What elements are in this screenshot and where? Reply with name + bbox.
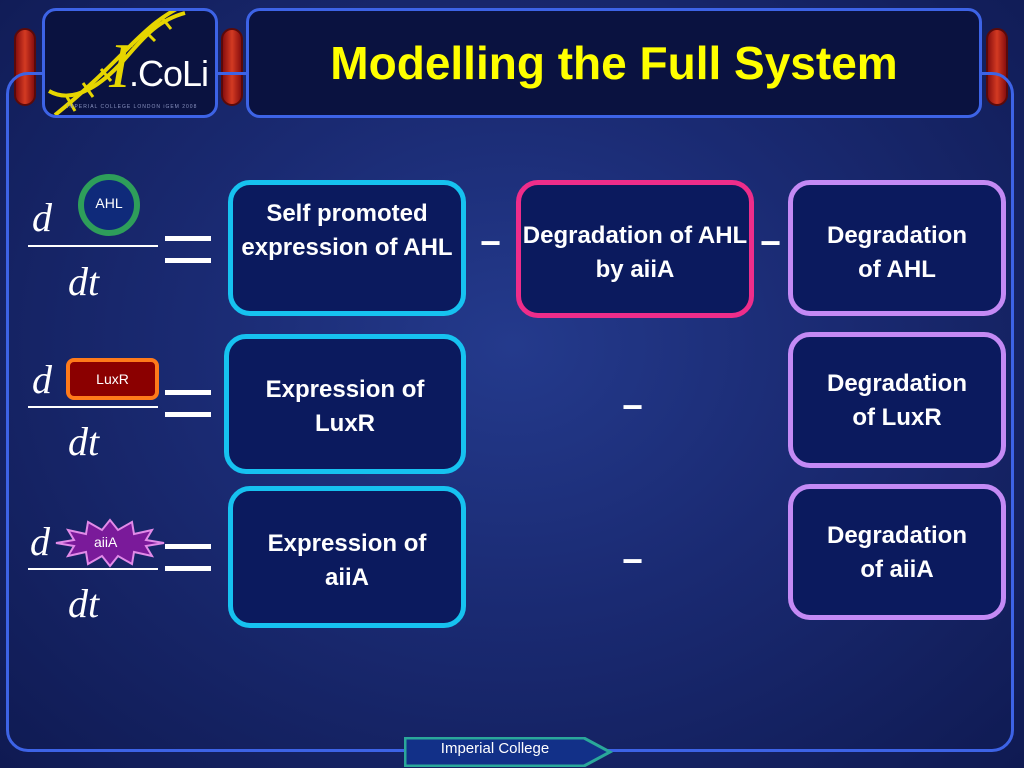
term-expression-luxr: Expression of LuxR [224, 334, 466, 474]
aiia-starburst-icon [55, 518, 165, 568]
ahl-molecule-icon: AHL [78, 174, 140, 236]
luxr-molecule-icon: LuxR [66, 358, 159, 400]
minus-sign: − [622, 386, 644, 427]
page-title: Modelling the Full System [330, 37, 898, 89]
minus-sign: − [622, 540, 644, 581]
term-degradation-ahl-by-aiia: Degradation of AHL by aiiA [516, 180, 754, 318]
term-degradation-luxr: Degradation of LuxR [788, 332, 1006, 468]
derivative-denominator: dt [68, 581, 100, 626]
derivative-numerator: d [32, 357, 52, 402]
title-bar: Modelling the Full System [246, 8, 982, 118]
dna-helix-icon [48, 11, 186, 115]
minus-sign: − [760, 222, 782, 263]
derivative-denominator: dt [68, 419, 100, 464]
logo-tagline: IMPERIAL COLLEGE LONDON iGEM 2008 [67, 104, 198, 110]
derivative-numerator: d [32, 195, 52, 240]
footer-label: Imperial College [440, 740, 550, 757]
term-self-promoted-expression-ahl: Self promoted expression of AHL [228, 180, 466, 316]
term-expression-aiia: Expression of aiiA [228, 486, 466, 628]
decor-pill-mid [221, 28, 243, 106]
logo-text: .CoLi [129, 53, 209, 94]
luxr-label: LuxR [96, 371, 129, 387]
derivative-denominator: dt [68, 259, 100, 304]
fraction-bar [28, 406, 158, 408]
footer-arrow-icon [404, 737, 614, 767]
logo-big-letter: I [109, 30, 131, 101]
aiia-label: aiiA [94, 534, 118, 550]
fraction-bar [28, 245, 158, 247]
derivative-numerator: d [30, 519, 50, 564]
term-degradation-ahl: Degradation of AHL [788, 180, 1006, 316]
minus-sign: − [480, 222, 502, 263]
logo: I .CoLi IMPERIAL COLLEGE LONDON iGEM 200… [42, 8, 218, 118]
ahl-label: AHL [95, 195, 123, 211]
term-degradation-aiia: Degradation of aiiA [788, 484, 1006, 620]
fraction-bar [28, 568, 158, 570]
